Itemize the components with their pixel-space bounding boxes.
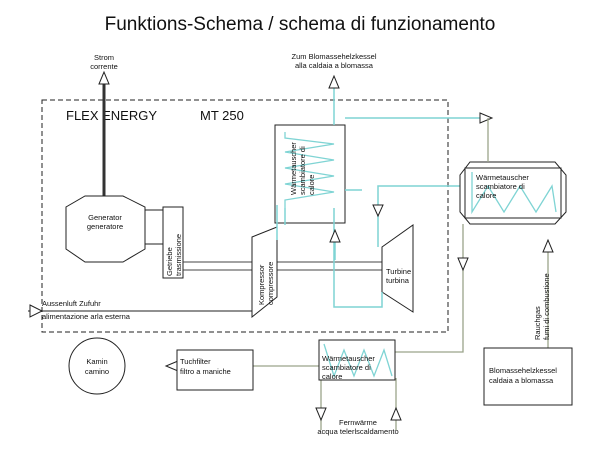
turbine-label: Turbine bbox=[386, 267, 411, 276]
compressor bbox=[251, 226, 278, 319]
power-arrow bbox=[98, 70, 110, 85]
compressore-label: compressore bbox=[266, 262, 275, 305]
system-name: FLEX ENERGY bbox=[66, 108, 157, 123]
turbina-label: turbina bbox=[386, 276, 410, 285]
air-inlet-label-de: Aussenluft Zufuhr bbox=[42, 299, 101, 308]
to-boiler-label-it: alla caldaia a blomassa bbox=[295, 61, 374, 70]
system-model: MT 250 bbox=[200, 108, 244, 123]
hx2-label-2: scambiatore di bbox=[476, 182, 525, 191]
air-inlet-label-it: alimentazione arla esterna bbox=[42, 312, 131, 321]
generator-label: Generator bbox=[88, 213, 122, 222]
fumi-label: fumi di combustione bbox=[542, 273, 551, 340]
fernwarme-in-arrow bbox=[390, 406, 402, 421]
filter-label-de: Tuchfilter bbox=[180, 357, 211, 366]
turbine bbox=[381, 224, 414, 313]
hx3-coil bbox=[323, 343, 393, 378]
hx1-label-1: Wärmetauscher bbox=[289, 142, 298, 195]
to-boiler-arrow bbox=[328, 74, 340, 89]
camino-label: camino bbox=[85, 367, 109, 376]
kamin-label: Kamin bbox=[86, 357, 107, 366]
hx2-label-1: Wärmetauscher bbox=[476, 173, 529, 182]
fernwarme-label-de: Fernwärme bbox=[339, 418, 377, 427]
hx2-label-3: calore bbox=[476, 191, 496, 200]
rauchgas-arrow bbox=[542, 238, 554, 253]
trasmissione-label: trasmissione bbox=[174, 234, 183, 276]
boiler-label-it: caldaia a blomassa bbox=[489, 376, 554, 385]
boiler-label-de: Blomassehelzkessel bbox=[489, 366, 557, 375]
hx1-coil bbox=[284, 132, 335, 208]
air-inlet-arrow bbox=[29, 304, 44, 318]
fernwarme-label-it: acqua telerlscaldamento bbox=[317, 427, 398, 436]
hx2-coil bbox=[471, 172, 557, 215]
to-boiler-label-de: Zum Blomassehelzkessel bbox=[291, 52, 376, 61]
strom-label: Strom bbox=[94, 53, 114, 62]
chimney bbox=[68, 337, 126, 395]
fernwarme-out-arrow bbox=[315, 407, 327, 422]
hx1-label-2: scambiatore di bbox=[298, 146, 307, 195]
generatore-label: generatore bbox=[87, 222, 123, 231]
heat-exchanger-2 bbox=[459, 161, 567, 225]
hx3-label-2: scambiatore di bbox=[322, 363, 371, 372]
hx3-label-3: calore bbox=[322, 372, 342, 381]
bag-filter bbox=[176, 349, 254, 391]
hot-air-lines bbox=[276, 117, 488, 308]
hot-air-arrow-down bbox=[372, 204, 384, 218]
to-filter-arrow bbox=[164, 360, 179, 372]
system-boundary bbox=[41, 99, 449, 333]
biomass-boiler bbox=[483, 347, 573, 406]
getriebe-label: Getriebe bbox=[165, 247, 174, 276]
kompressor-label: Kompressor bbox=[257, 264, 266, 305]
transmission-box bbox=[162, 206, 184, 279]
hx1-label-3: calore bbox=[307, 175, 316, 195]
hx3-label-1: Wärmetauscher bbox=[322, 354, 375, 363]
generator bbox=[65, 195, 164, 263]
diagram-title: Funktions-Schema / schema di funzionamen… bbox=[105, 14, 496, 35]
exhaust-arrow-down bbox=[457, 257, 469, 272]
hot-air-arrow-up bbox=[329, 228, 341, 243]
heat-exchanger-3 bbox=[318, 339, 396, 381]
rauchgas-label: Rauchgas bbox=[533, 306, 542, 340]
filter-label-it: filtro a maniche bbox=[180, 367, 231, 376]
corrente-label: corrente bbox=[90, 62, 118, 71]
hot-air-arrow-right bbox=[479, 112, 494, 124]
